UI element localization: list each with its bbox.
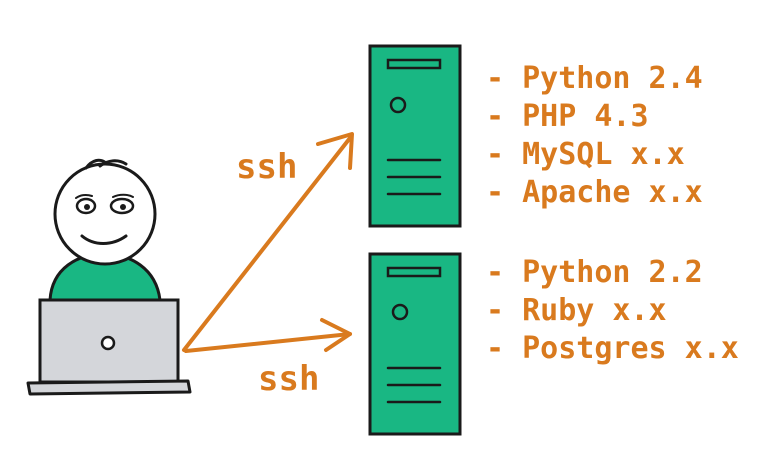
developer-figure [48,158,162,302]
developer-head [53,162,157,266]
spec-item: - Ruby x.x [486,293,667,328]
server-bottom-tower [368,252,462,436]
spec-item: - Postgres x.x [486,331,739,366]
spec-item: - MySQL x.x [486,137,685,172]
server-bottom-drive-bay [386,266,442,278]
spec-item: - PHP 4.3 [486,99,649,134]
server-top-power-button [389,96,407,114]
developer-smile [80,234,128,245]
laptop-logo [100,335,116,351]
spec-item: - Apache x.x [486,175,703,210]
ssh-label-top: ssh [236,147,298,187]
arrow-head-bottom [320,318,352,352]
spec-item: - Python 2.2 [486,255,703,290]
laptop-base [26,379,192,396]
ssh-arrows [182,132,354,353]
server-bottom-vents [386,366,442,404]
developer-hair [84,158,128,170]
server-bottom-power-button [391,303,409,321]
arrow-to-top-server [182,136,352,352]
arrow-head-top [316,132,354,170]
ssh-label-bottom: ssh [258,359,320,399]
server-top-drive-bay [386,58,442,70]
server-top-vents [386,158,442,196]
laptop [26,298,192,396]
server-top-tower [368,44,462,228]
spec-item: - Python 2.4 [486,61,703,96]
arrow-to-bottom-server [184,332,352,353]
developer-eyes [75,193,135,215]
